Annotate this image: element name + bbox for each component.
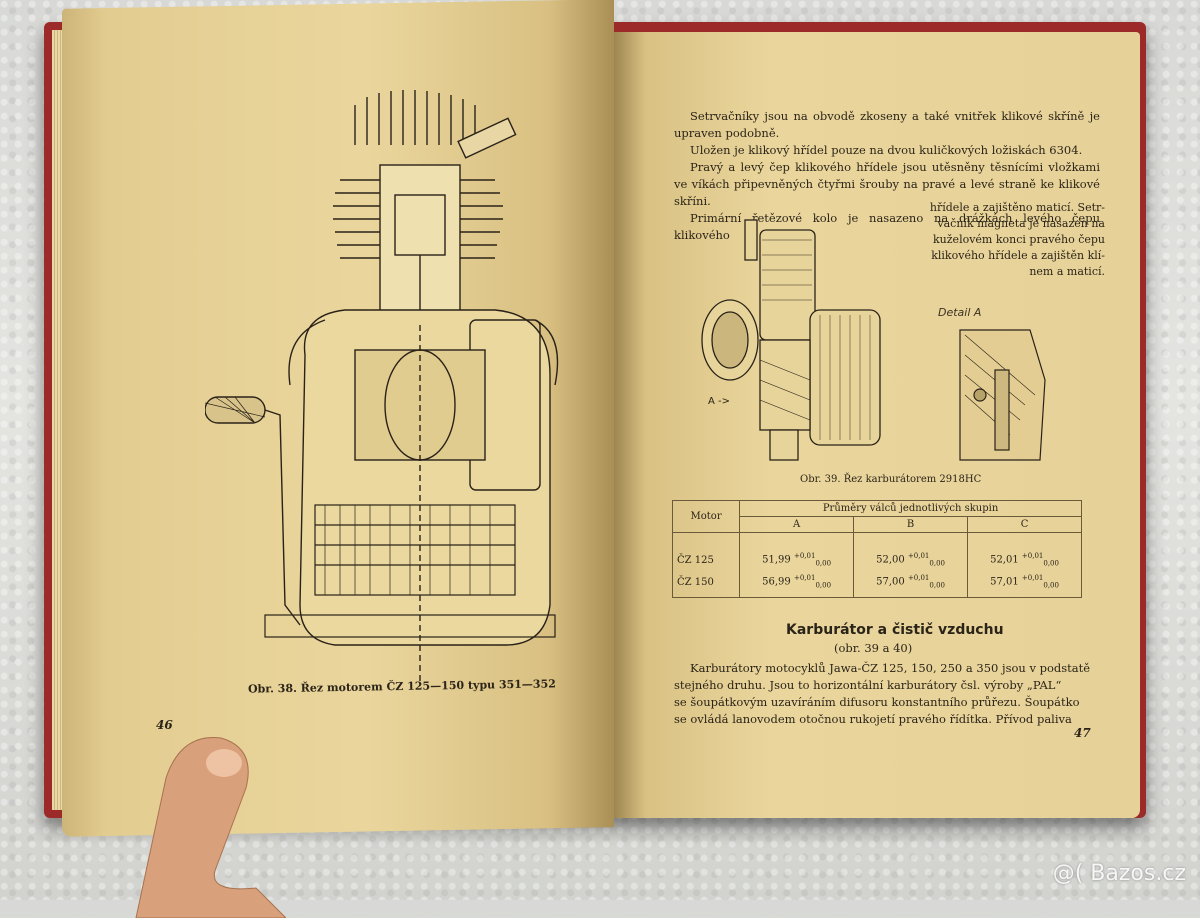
left-page-number: 46 <box>156 718 173 732</box>
text-line: nem a maticí. <box>1029 265 1105 278</box>
engine-cross-section-drawing <box>205 90 559 685</box>
paragraph: Primární řetězové kolo je nasazeno na dr… <box>674 211 1100 242</box>
group-header: Průměry válců jednotlivých skupin <box>739 500 1082 517</box>
value: 52,01 <box>990 554 1019 566</box>
table-row: ČZ 150 56,99 +0,010,00 57,00 +0,010,00 5… <box>671 571 1082 598</box>
wrapped-paragraph: hřídele a zajištěno maticí. Setr- vačník… <box>880 200 1105 280</box>
carburetor-caption: Obr. 39. Řez karburátorem 2918HC <box>800 474 982 485</box>
text-line: hřídele a zajištěno maticí. Setr- <box>929 201 1105 214</box>
tolerance: +0,01 <box>907 552 930 561</box>
text-line: Karburátory motocyklů Jawa-ČZ 125, 150, … <box>690 661 1091 675</box>
kick-start-lever <box>205 396 301 626</box>
column-header-b: B <box>853 516 969 533</box>
value: 51,99 <box>762 554 791 566</box>
text-line: stejného druhu. Jsou to horizontální kar… <box>674 678 1062 692</box>
section-subheading: (obr. 39 a 40) <box>834 641 913 655</box>
tolerance: 0,00 <box>929 581 945 590</box>
paragraph: Setrvačníky jsou na obvodě zkoseny a tak… <box>674 109 1100 140</box>
value-cell: 51,99 +0,010,00 <box>739 532 855 571</box>
carburetor-cross-section-drawing: A -> <box>701 219 881 461</box>
column-header-motor: Motor <box>671 500 741 533</box>
paragraph: Pravý a levý čep klikového hřídele jsou … <box>674 160 1100 208</box>
gearbox <box>264 504 556 638</box>
tolerance: +0,01 <box>1021 552 1044 561</box>
detail-a-label: Detail A <box>938 306 982 319</box>
text-line: vačník magneta je nasazen na <box>937 217 1105 230</box>
cylinder-dimensions-table: Motor Průměry válců jednotlivých skupin … <box>671 500 1082 598</box>
watermark: @( Bazos.cz <box>1052 861 1186 886</box>
value: 56,99 <box>762 576 791 588</box>
tolerance: 0,00 <box>815 559 832 568</box>
value-cell: 52,01 +0,010,00 <box>967 532 1082 571</box>
value-cell: 57,00 +0,010,00 <box>853 571 969 598</box>
value-cell: 56,99 +0,010,00 <box>739 571 855 598</box>
motor-cell: ČZ 150 <box>671 571 741 598</box>
text-line: se ovládá lanovodem otočnou rukojetí pra… <box>674 712 1072 726</box>
value-cell: 57,01 +0,010,00 <box>967 571 1082 598</box>
cylinder-head-fins <box>354 90 476 145</box>
motor-cell: ČZ 125 <box>671 532 741 571</box>
tolerance: 0,00 <box>929 559 945 568</box>
right-page-paragraphs: Setrvačníky jsou na obvodě zkoseny a tak… <box>674 108 1100 244</box>
column-header-c: C <box>967 516 1082 533</box>
section-heading: Karburátor a čistič vzduchu <box>786 622 1004 638</box>
tolerance: +0,01 <box>793 574 816 583</box>
text-line: klikového hřídele a zajištěn klí- <box>931 249 1105 262</box>
text-line: kuželovém konci pravého čepu <box>933 233 1105 246</box>
column-header-a: A <box>739 516 855 533</box>
thumb <box>135 737 286 918</box>
value: 57,01 <box>990 576 1019 588</box>
paragraph: Uložen je klikový hřídel pouze na dvou k… <box>690 143 1083 157</box>
tolerance: 0,00 <box>1043 581 1059 590</box>
arrow-label-a: A -> <box>708 396 730 407</box>
table-row: ČZ 125 51,99 +0,010,00 52,00 +0,010,00 5… <box>671 532 1082 571</box>
section-body: Karburátory motocyklů Jawa-ČZ 125, 150, … <box>674 660 1100 728</box>
value-cell: 52,00 +0,010,00 <box>853 532 969 571</box>
detail-a-drawing <box>959 329 1046 461</box>
tolerance: 0,00 <box>815 581 832 590</box>
right-page-number: 47 <box>1074 726 1091 740</box>
tolerance: +0,01 <box>1021 574 1044 583</box>
text-line: se šoupátkovým uzavíráním difusoru konst… <box>674 695 1080 709</box>
tolerance: +0,01 <box>907 574 930 583</box>
tolerance: 0,00 <box>1043 559 1059 568</box>
value: 52,00 <box>876 554 905 566</box>
tolerance: +0,01 <box>793 552 816 561</box>
value: 57,00 <box>876 576 905 588</box>
